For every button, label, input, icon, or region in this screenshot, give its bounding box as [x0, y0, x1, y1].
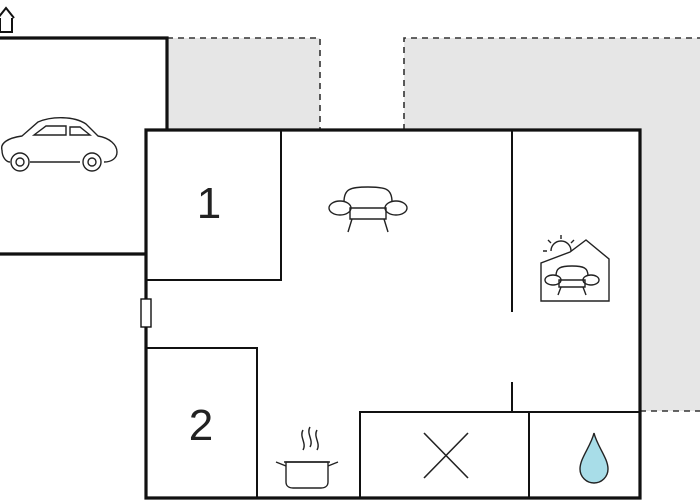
dashed-outlines — [167, 37, 700, 412]
room-label-2: 2 — [189, 401, 213, 450]
walls — [0, 36, 642, 500]
house-icon — [0, 6, 15, 33]
water-drop-icon — [579, 432, 609, 484]
dashed-outline-right — [403, 37, 700, 130]
house-outer-wall — [144, 128, 642, 500]
room-label-1: 1 — [197, 179, 221, 228]
bathroom-toilet-walls — [359, 411, 640, 498]
garage-wall — [0, 36, 169, 130]
outdoor-area-right — [404, 38, 700, 130]
car-icon — [1, 117, 118, 172]
interior-walls — [146, 130, 640, 498]
sofa-icon — [328, 186, 408, 233]
outdoor-area-right-side — [640, 130, 700, 411]
cross-icon — [423, 432, 469, 479]
terrace-sofa-sun-icon — [540, 235, 610, 302]
cooking-pot-icon — [275, 426, 339, 489]
entrance-door — [140, 298, 152, 328]
room-2-walls — [146, 347, 258, 498]
outdoor-areas — [167, 38, 700, 411]
outdoor-area-top-middle — [167, 38, 320, 130]
dashed-outline-top-middle — [167, 37, 321, 130]
room-1-walls — [146, 130, 282, 281]
